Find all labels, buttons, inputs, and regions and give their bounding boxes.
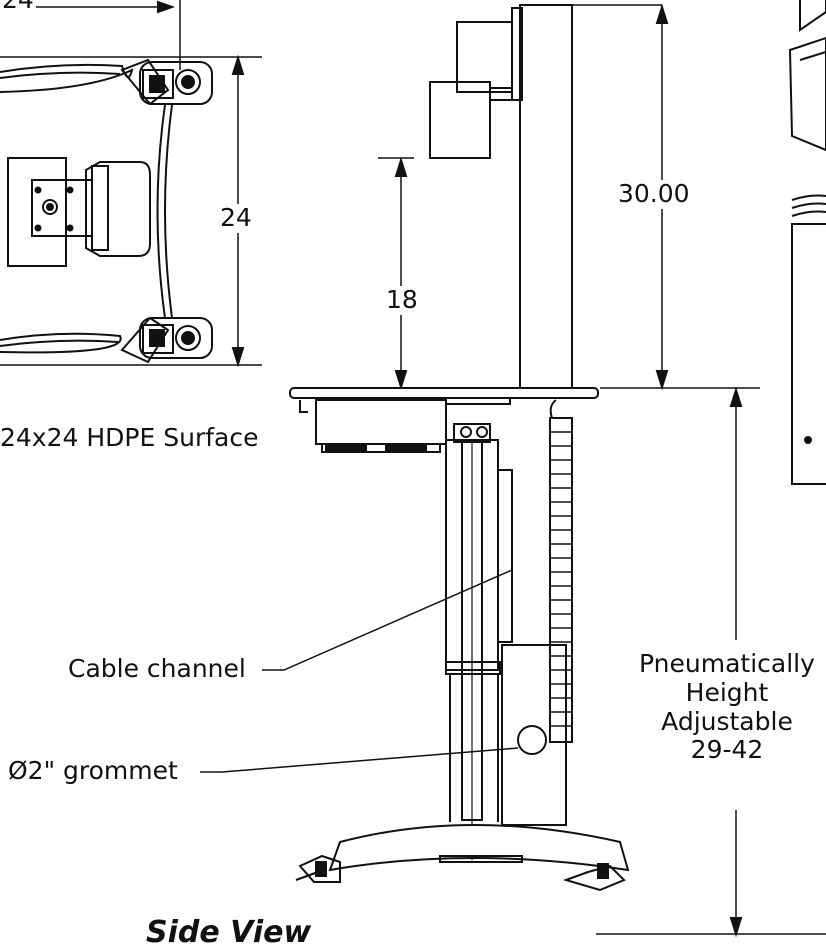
view-title: Side View <box>146 915 312 950</box>
cable-channel-label: Cable channel <box>68 654 246 683</box>
dim-monitor-height: 30.00 <box>616 179 692 209</box>
height-adjust-line-1: Pneumatically <box>639 649 815 678</box>
side-view <box>200 3 826 938</box>
front-view <box>788 0 826 485</box>
dim-top-width: 24 <box>0 0 36 15</box>
top-view <box>0 0 262 368</box>
height-adjust-line-2: Height <box>685 677 769 707</box>
height-adjust-line-3: Adjustable <box>661 706 793 736</box>
dim-surface-depth: 24 <box>218 203 254 233</box>
height-adjust-line-4: 29-42 <box>690 735 764 765</box>
surface-label: 24x24 HDPE Surface <box>0 423 259 452</box>
monitor-mount <box>7 157 151 267</box>
top-caster <box>120 58 213 106</box>
height-adjust-note: Pneumatically Height Adjustable 29-42 <box>628 649 826 765</box>
dim-mount-height: 18 <box>384 285 420 315</box>
bottom-caster <box>120 316 213 364</box>
grommet-label: Ø2" grommet <box>8 756 178 785</box>
